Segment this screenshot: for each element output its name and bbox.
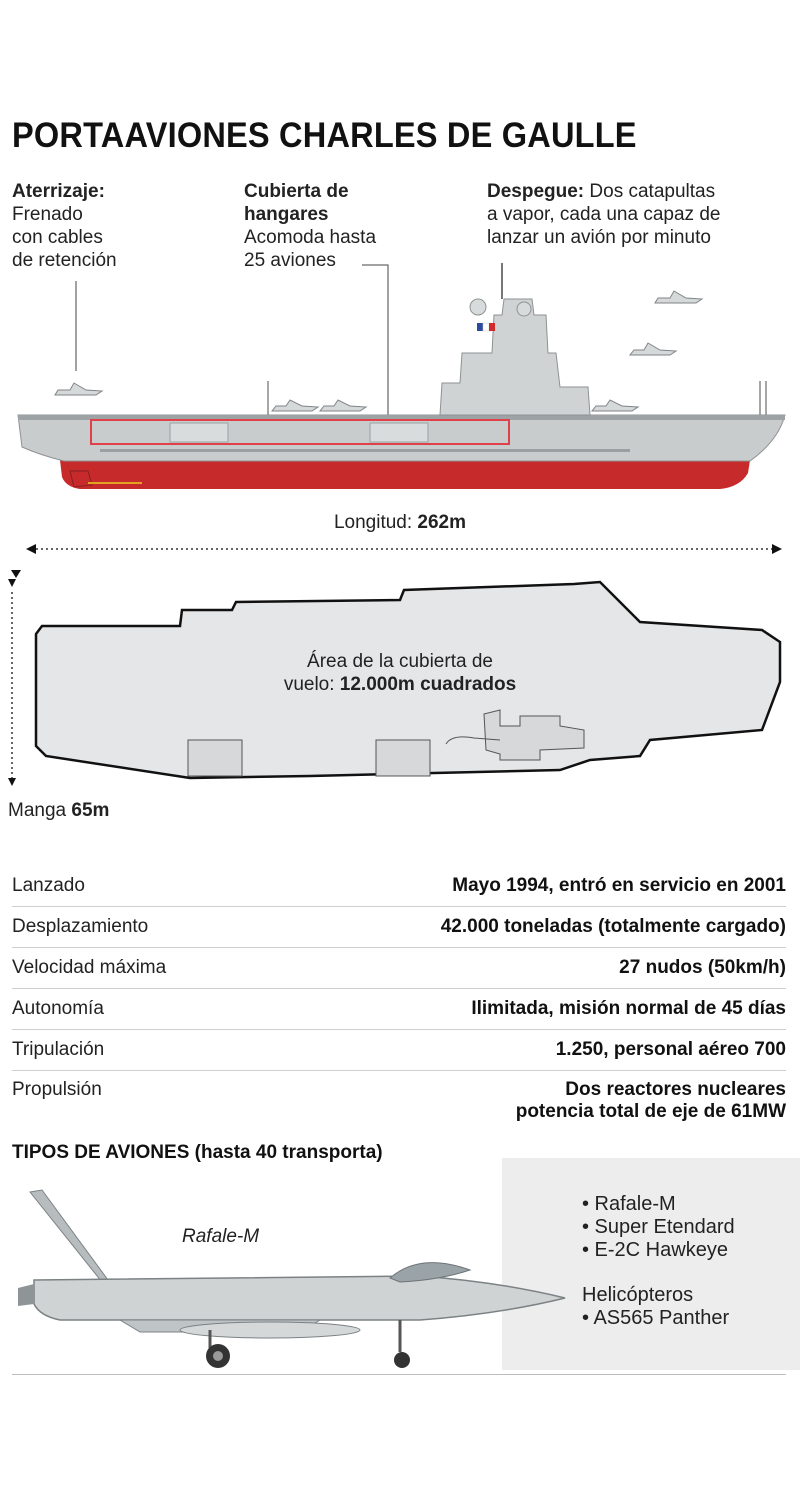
bottom-divider [12,1374,786,1375]
hull-stripe [100,449,630,452]
beam-prefix: Manga [8,800,67,821]
rafale-tail [29,1189,109,1283]
rafale-fuel-tank [179,1321,361,1339]
takeoff-heading: Despegue: [487,181,585,202]
beam-arrow-bottom [8,778,16,786]
rudder [69,470,93,488]
beam-arrow-top-mark [8,579,16,587]
ship-side-view [17,263,786,489]
spec-value: 27 nudos (50km/h) [332,947,786,989]
aircraft-item: • Super Etendard [582,1216,735,1238]
spec-value: Dos reactores nucleares potencia total d… [332,1071,786,1138]
hull-red [60,460,750,489]
page-title: PORTAAVIONES CHARLES DE GAULLE [12,116,637,155]
rafale-illustration [18,1189,566,1368]
length-dimension-line [26,544,782,554]
aircraft-item: • Rafale-M [582,1193,676,1215]
rafale-exhaust [18,1284,34,1306]
spec-value: Ilimitada, misión normal de 45 días [332,988,786,1030]
spec-label: Tripulación [12,1029,332,1071]
rafale-canopy [389,1262,472,1283]
hangar-door [169,422,229,443]
table-row: Autonomía Ilimitada, misión normal de 45… [12,988,786,1030]
spec-value-line-1: Dos reactores nucleares [565,1079,786,1100]
table-row: Desplazamiento 42.000 toneladas (totalme… [12,906,786,948]
flag-red [489,323,495,331]
rafale-wheel-hub [213,1351,223,1361]
length-prefix: Longitud: [333,512,413,533]
beam-value: 65m [71,800,110,821]
parked-jet [318,399,368,412]
deck-area-prefix: vuelo: [283,674,335,695]
beam-arrow-top [11,570,21,578]
takeoff-text-3: lanzar un avión por minuto [487,227,711,248]
table-row: Propulsión Dos reactores nucleares poten… [12,1071,786,1138]
hangar-door [369,422,429,443]
flight-deck-edge [18,415,785,420]
flying-jet [628,342,678,356]
rafale-illustration-label: Rafale-M [182,1226,260,1247]
aircraft-list-box: • Rafale-M • Super Etendard • E-2C Hawke… [502,1158,800,1370]
aircraft-section-title: TIPOS DE AVIONES (hasta 40 transporta) [12,1142,383,1163]
deck-area-line1: Área de la cubierta de [307,651,493,672]
table-row: Tripulación 1.250, personal aéreo 700 [12,1029,786,1071]
spec-label: Velocidad máxima [12,947,332,989]
spec-label: Lanzado [12,866,332,907]
landing-text-1: Frenado [12,204,83,225]
table-row: Velocidad máxima 27 nudos (50km/h) [12,947,786,989]
length-label: Longitud: 262m [0,512,800,534]
flag-white [482,322,490,332]
spec-value: 1.250, personal aéreo 700 [332,1029,786,1071]
helicopter-item: • AS565 Panther [582,1307,730,1329]
hangar-callout: Cubierta de hangares Acomoda hasta 25 av… [244,180,376,272]
spec-label: Autonomía [12,988,332,1030]
radar-dome [516,301,532,317]
parked-jet [54,382,104,396]
rafale-fuselage [33,1275,566,1321]
deck-top-view [8,570,782,786]
hangar-heading-1: Cubierta de [244,181,349,202]
deck-elevator [187,739,243,777]
catapult-track [445,736,501,745]
spec-label: Propulsión [12,1079,102,1100]
table-row: Lanzado Mayo 1994, entró en servicio en … [12,866,786,907]
spec-label: Desplazamiento [12,906,332,948]
deck-area-label: Área de la cubierta de vuelo: 12.000m cu… [200,650,600,696]
aircraft-list: • Rafale-M • Super Etendard • E-2C Hawke… [582,1193,735,1330]
deck-area-value: 12.000m cuadrados [339,674,517,695]
landing-callout: Aterrizaje: Frenado con cables de retenc… [12,180,117,272]
radar-dome [469,298,487,316]
length-arrow-right [772,544,782,554]
hangar-text-1: Acomoda hasta [244,227,377,248]
hangar-highlight [90,419,510,445]
takeoff-text-2: a vapor, cada una capaz de [487,204,721,225]
island-superstructure [439,298,591,416]
spec-value: Mayo 1994, entró en servicio en 2001 [332,866,786,907]
hangar-text-2: 25 aviones [244,250,336,271]
parked-jet [270,399,320,412]
hangar-heading-2: hangares [244,204,329,225]
flight-deck-outline [34,580,782,780]
spec-value-line-2: potencia total de eje de 61MW [515,1101,786,1122]
hangar-leader-line [362,264,389,415]
takeoff-text-1: Dos catapultas [589,181,716,202]
beam-label: Manga 65m [8,800,109,822]
flying-jet [654,290,704,304]
landing-heading: Aterrizaje: [12,181,105,202]
spec-value: 42.000 toneladas (totalmente cargado) [332,906,786,948]
island-top-view [483,709,585,761]
length-value: 262m [417,512,467,533]
deck-elevator [375,739,431,777]
rafale-nose-wheel [394,1352,410,1368]
aircraft-item: • E-2C Hawkeye [582,1239,728,1261]
length-arrow-left [26,544,36,554]
takeoff-callout: Despegue: Dos catapultas a vapor, cada u… [487,180,720,249]
landing-text-3: de retención [12,250,117,271]
specs-table: Lanzado Mayo 1994, entró en servicio en … [12,866,786,1137]
landing-text-2: con cables [12,227,103,248]
flag-blue [477,323,483,331]
helicopters-heading: Helicópteros [582,1284,694,1306]
parked-jet [590,399,640,412]
